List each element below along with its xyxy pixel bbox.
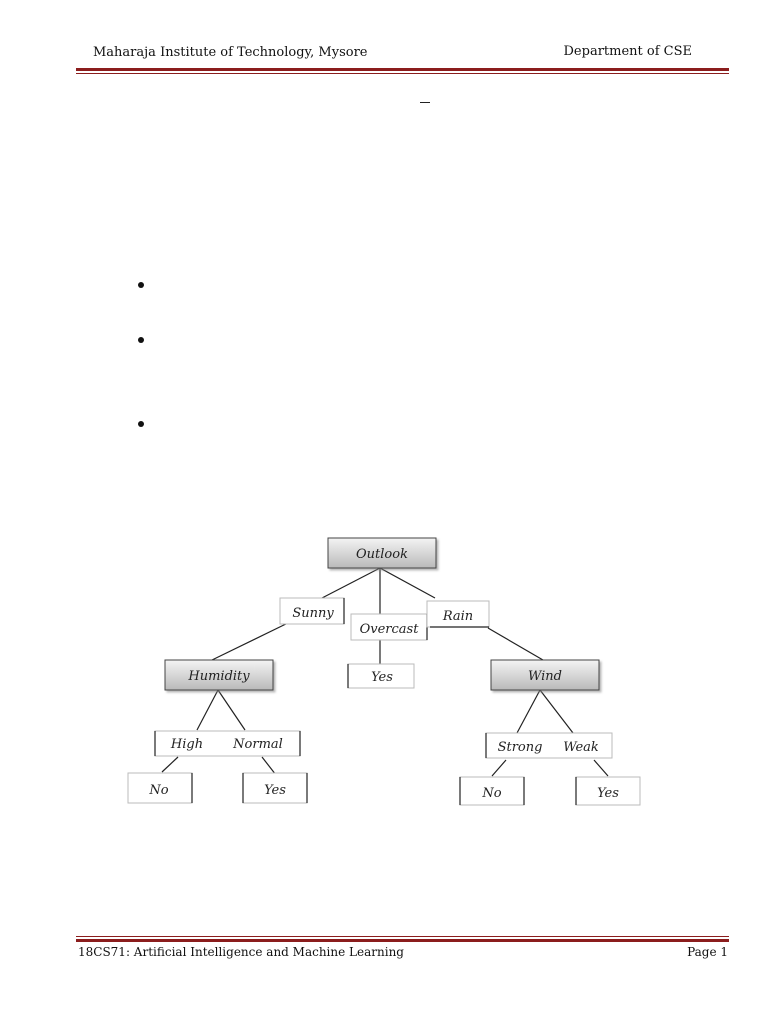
footer-rule-thin [76, 936, 729, 937]
footer-course: 18CS71: Artificial Intelligence and Mach… [78, 945, 404, 959]
leaf-normal-yes-label: Yes [264, 783, 286, 798]
footer-rule [76, 939, 729, 942]
leaf-normal-yes: Yes [242, 772, 308, 804]
node-humidity-label: Humidity [187, 669, 250, 684]
leaf-weak-yes-label: Yes [597, 786, 619, 801]
leaf-strong-no-label: No [481, 786, 501, 801]
header-department: Department of CSE [563, 44, 693, 59]
bullet-1 [138, 282, 144, 288]
leaf-overcast-yes-label: Yes [371, 670, 393, 685]
branch-overcast: Overcast [350, 613, 428, 641]
node-outlook-label: Outlook [356, 547, 408, 562]
branch-sunny-label: Sunny [292, 606, 334, 621]
value-normal-label: Normal [232, 737, 283, 752]
value-weak-label: Weak [563, 740, 599, 755]
node-outlook: Outlook [327, 537, 437, 569]
branch-overcast-label: Overcast [360, 622, 420, 637]
humidity-values: High Normal [154, 730, 301, 757]
header-rule [76, 68, 729, 71]
value-strong-label: Strong [498, 740, 543, 755]
wind-values: Strong Weak [485, 732, 613, 759]
leaf-weak-yes: Yes [575, 776, 641, 806]
value-high-label: High [170, 737, 203, 752]
leaf-strong-no: No [459, 776, 525, 806]
leaf-high-no-label: No [148, 783, 168, 798]
branch-rain-label: Rain [442, 609, 473, 624]
leaf-overcast-yes: Yes [347, 663, 415, 689]
branch-sunny: Sunny [279, 597, 345, 625]
footer-page-number: Page 1 [687, 945, 728, 959]
header-rule-thin [76, 73, 729, 74]
node-humidity: Humidity [164, 659, 274, 691]
node-wind: Wind [490, 659, 600, 691]
dash-mark [420, 102, 430, 103]
bullet-2 [138, 337, 144, 343]
node-wind-label: Wind [528, 669, 562, 684]
bullet-3 [138, 421, 144, 427]
branch-rain: Rain [426, 600, 490, 628]
tree-edges [161, 567, 609, 777]
leaf-high-no: No [127, 772, 193, 804]
header-institute: Maharaja Institute of Technology, Mysore [93, 45, 368, 60]
